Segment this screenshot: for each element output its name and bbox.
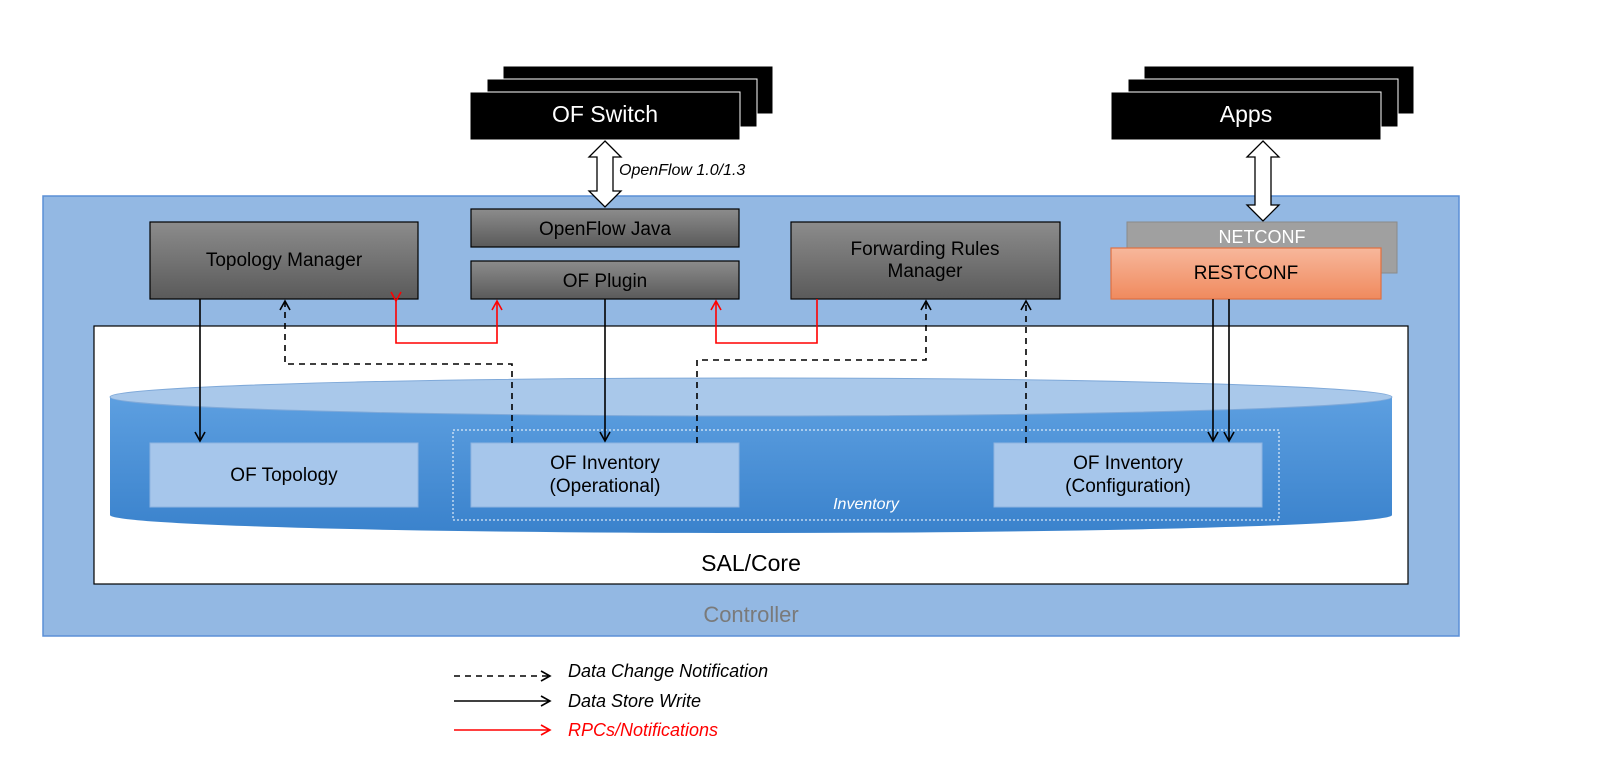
inventory-to-frm-notification <box>696 299 932 443</box>
legend-data-change-notification: Data Change Notification <box>568 661 768 681</box>
of-inventory-configuration-line1: OF Inventory <box>1073 453 1183 474</box>
of-inventory-operational-box[interactable] <box>470 442 740 508</box>
forwarding-rules-manager-line1: Forwarding Rules <box>851 239 1000 260</box>
legend-rpcs-notifications: RPCs/Notifications <box>568 720 718 740</box>
netconf-label: NETCONF <box>1219 227 1306 247</box>
of-topology-label: OF Topology <box>230 465 338 486</box>
apps-double-arrow <box>1245 140 1281 222</box>
inventory-to-topology-manager-notification <box>279 299 513 443</box>
of-inventory-operational-line1: OF Inventory <box>550 453 660 474</box>
rpc-topology-manager-of-plugin <box>390 291 503 344</box>
forwarding-rules-manager-line2: Manager <box>888 261 964 282</box>
openflow-protocol-label: OpenFlow 1.0/1.3 <box>619 162 745 179</box>
legend: Data Change Notification Data Store Writ… <box>454 661 768 740</box>
restconf-label: RESTCONF <box>1194 263 1299 284</box>
of-switch-label: OF Switch <box>552 101 658 127</box>
controller-label: Controller <box>703 602 798 627</box>
inventory-group <box>452 429 1280 521</box>
of-switch-stack[interactable] <box>469 65 774 141</box>
sal-core-label: SAL/Core <box>701 550 801 576</box>
of-inventory-configuration-box[interactable] <box>993 442 1263 508</box>
openflow-double-arrow <box>587 140 623 208</box>
legend-data-store-write: Data Store Write <box>568 691 701 711</box>
forwarding-rules-manager-box[interactable] <box>790 221 1061 300</box>
openflow-java-box[interactable] <box>470 208 740 248</box>
openflow-java-label: OpenFlow Java <box>539 219 671 240</box>
of-topology-box[interactable] <box>149 442 419 508</box>
restconf-box[interactable] <box>1110 247 1382 300</box>
rpc-frm-to-of-plugin <box>710 299 818 344</box>
apps-label: Apps <box>1220 101 1272 127</box>
inventory-label: Inventory <box>833 496 900 513</box>
apps-stack[interactable] <box>1110 65 1415 141</box>
topology-manager-box[interactable] <box>149 221 419 300</box>
of-plugin-label: OF Plugin <box>563 271 647 292</box>
of-plugin-box[interactable] <box>470 260 740 300</box>
of-inventory-operational-line2: (Operational) <box>550 476 661 497</box>
of-inventory-configuration-line2: (Configuration) <box>1065 476 1191 497</box>
topology-manager-label: Topology Manager <box>206 250 363 271</box>
